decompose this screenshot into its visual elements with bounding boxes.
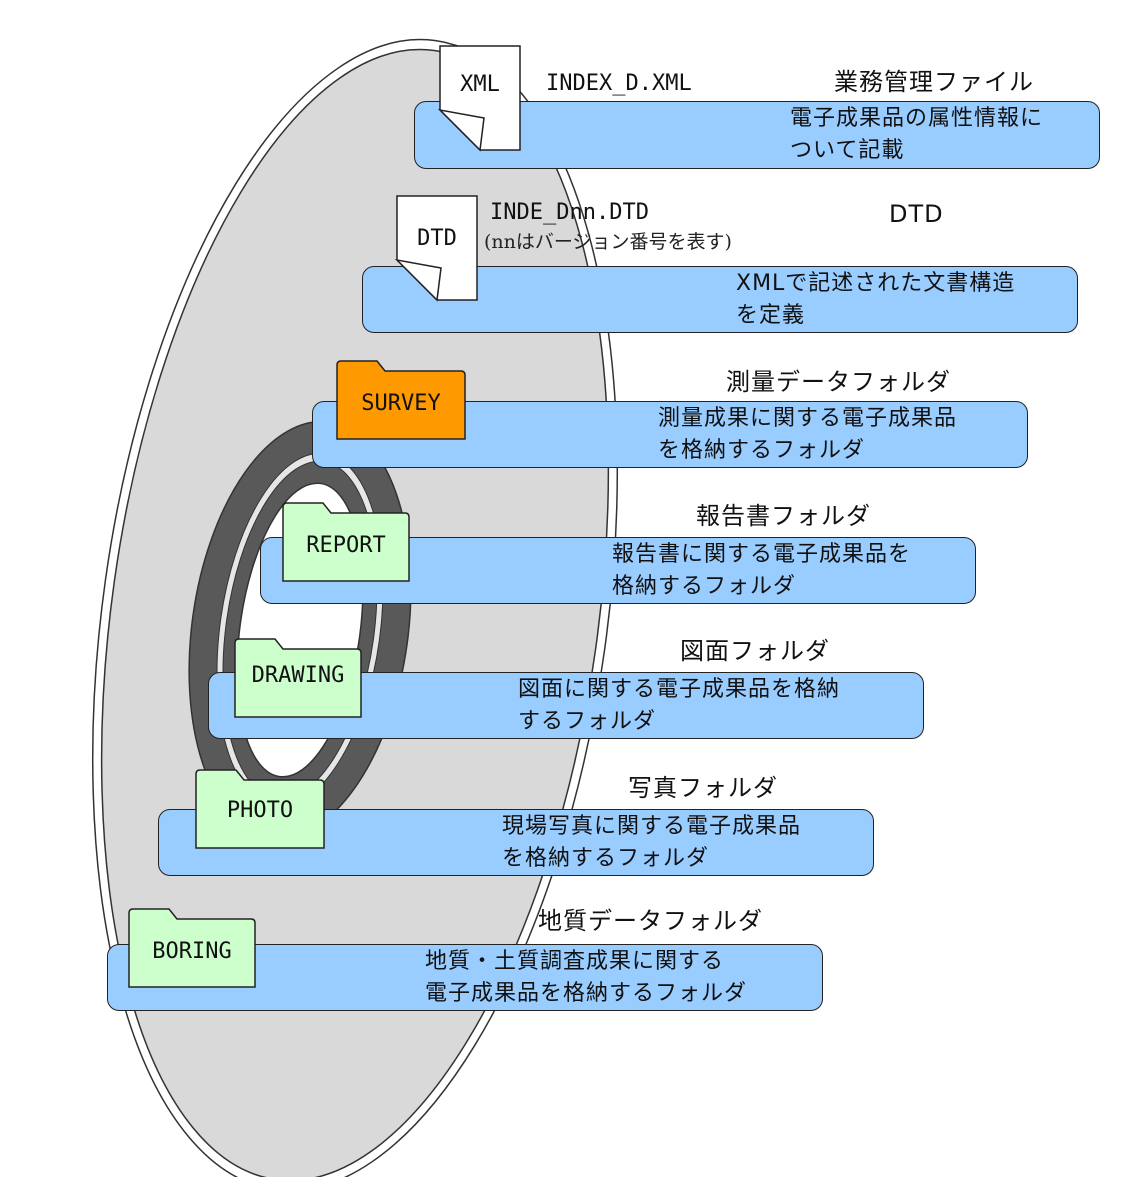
photo-description: 現場写真に関する電子成果品を格納するフォルダ bbox=[502, 814, 802, 871]
xml-filename: INDEX_D.XML bbox=[546, 71, 692, 96]
folder-icon bbox=[336, 360, 466, 440]
boring-description: 地質・土質調査成果に関する電子成果品を格納するフォルダ bbox=[425, 949, 748, 1006]
boring-folder-icon[interactable]: BORING bbox=[128, 908, 256, 988]
xml-description: 電子成果品の属性情報について記載 bbox=[790, 106, 1044, 163]
document-icon bbox=[437, 45, 521, 152]
xml-title: 業務管理ファイル bbox=[834, 68, 1034, 96]
report-description: 報告書に関する電子成果品を格納するフォルダ bbox=[612, 542, 912, 599]
survey-folder-label: SURVEY bbox=[361, 391, 441, 416]
drawing-folder-label: DRAWING bbox=[251, 663, 345, 688]
report-folder-icon[interactable]: REPORT bbox=[282, 502, 410, 582]
dtd-description: XMLで記述された文書構造を定義 bbox=[736, 271, 1016, 328]
folder-icon bbox=[195, 769, 325, 849]
photo-folder-icon[interactable]: PHOTO bbox=[195, 769, 325, 849]
photo-folder-title: 写真フォルダ bbox=[628, 774, 778, 802]
boring-folder-title: 地質データフォルダ bbox=[538, 907, 763, 935]
document-icon bbox=[394, 195, 478, 302]
dtd-icon-label: DTD bbox=[417, 226, 457, 251]
folder-icon bbox=[282, 502, 410, 582]
folder-icon bbox=[128, 908, 256, 988]
survey-folder-title: 測量データフォルダ bbox=[726, 368, 951, 396]
dtd-version-note: (nnはバージョン番号を表す) bbox=[484, 231, 732, 253]
xml-file-icon[interactable]: XML bbox=[437, 45, 521, 152]
dtd-filename: INDE_Dnn.DTD bbox=[490, 200, 649, 225]
dtd-description-box bbox=[362, 266, 1078, 333]
photo-folder-label: PHOTO bbox=[226, 798, 294, 823]
report-folder-label: REPORT bbox=[306, 533, 386, 558]
drawing-folder-title: 図面フォルダ bbox=[680, 637, 830, 665]
report-folder-title: 報告書フォルダ bbox=[696, 502, 871, 530]
folder-icon bbox=[234, 638, 362, 718]
dtd-file-icon[interactable]: DTD bbox=[394, 195, 478, 302]
dtd-title: DTD bbox=[889, 200, 944, 228]
survey-folder-icon[interactable]: SURVEY bbox=[336, 360, 466, 440]
survey-description: 測量成果に関する電子成果品を格納するフォルダ bbox=[658, 406, 958, 463]
drawing-folder-icon[interactable]: DRAWING bbox=[234, 638, 362, 718]
drawing-description: 図面に関する電子成果品を格納するフォルダ bbox=[518, 677, 841, 734]
xml-icon-label: XML bbox=[460, 72, 500, 97]
xml-description-box bbox=[414, 101, 1100, 169]
boring-folder-label: BORING bbox=[152, 939, 232, 964]
